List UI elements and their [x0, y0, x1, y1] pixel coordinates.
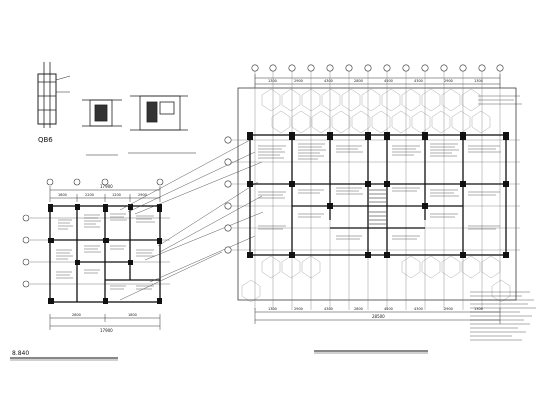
leader-lines [119, 139, 264, 301]
detail-section-1 [82, 99, 122, 127]
detail-title: QB6 [38, 136, 53, 144]
left-floor-plan: 17900 1800 2200 1200 2900 [22, 178, 170, 333]
left-dim-top-1: 1800 [58, 193, 67, 197]
main-floor-plan: 1300 2900 4300 2800 4500 4300 2900 1300 [224, 64, 520, 324]
left-dim-bottom-1: 2800 [72, 313, 81, 317]
main-dim-bottom-6: 4300 [414, 307, 423, 311]
main-dim-top-6: 4300 [414, 79, 423, 83]
main-dim-top-5: 4500 [384, 79, 393, 83]
main-dim-bottom-3: 4300 [324, 307, 333, 311]
slab-hatch-bottom [241, 255, 511, 303]
main-dim-top-2: 2900 [294, 79, 303, 83]
main-dim-top-3: 4300 [324, 79, 333, 83]
main-dim-top-7: 2900 [444, 79, 453, 83]
left-dim-top-2: 2200 [85, 193, 94, 197]
main-dim-top-8: 1300 [474, 79, 483, 83]
main-dim-top-1: 1300 [268, 79, 277, 83]
main-dim-bottom-8: 1300 [474, 307, 483, 311]
main-dim-top-4: 2800 [354, 79, 363, 83]
left-dim-top-4: 2900 [138, 193, 147, 197]
main-total-bottom: 28500 [372, 314, 385, 319]
main-dim-bottom-2: 2900 [294, 307, 303, 311]
left-plan-title-line: 8.840 [12, 350, 29, 357]
main-dim-bottom-1: 1300 [268, 307, 277, 311]
left-total-bottom: 17900 [100, 328, 113, 333]
detail-elevation [37, 62, 71, 128]
main-dim-bottom-7: 2900 [444, 307, 453, 311]
left-total-top: 17900 [100, 184, 113, 189]
left-dim-top-3: 1200 [112, 193, 121, 197]
left-dim-bottom-2: 1800 [128, 313, 137, 317]
detail-section-2 [130, 95, 188, 131]
main-dim-bottom-5: 4500 [384, 307, 393, 311]
notes-block [470, 95, 536, 341]
left-plan-title: 8.840 [12, 350, 29, 357]
main-dim-bottom-4: 2800 [354, 307, 363, 311]
slab-hatch-top [261, 88, 491, 134]
